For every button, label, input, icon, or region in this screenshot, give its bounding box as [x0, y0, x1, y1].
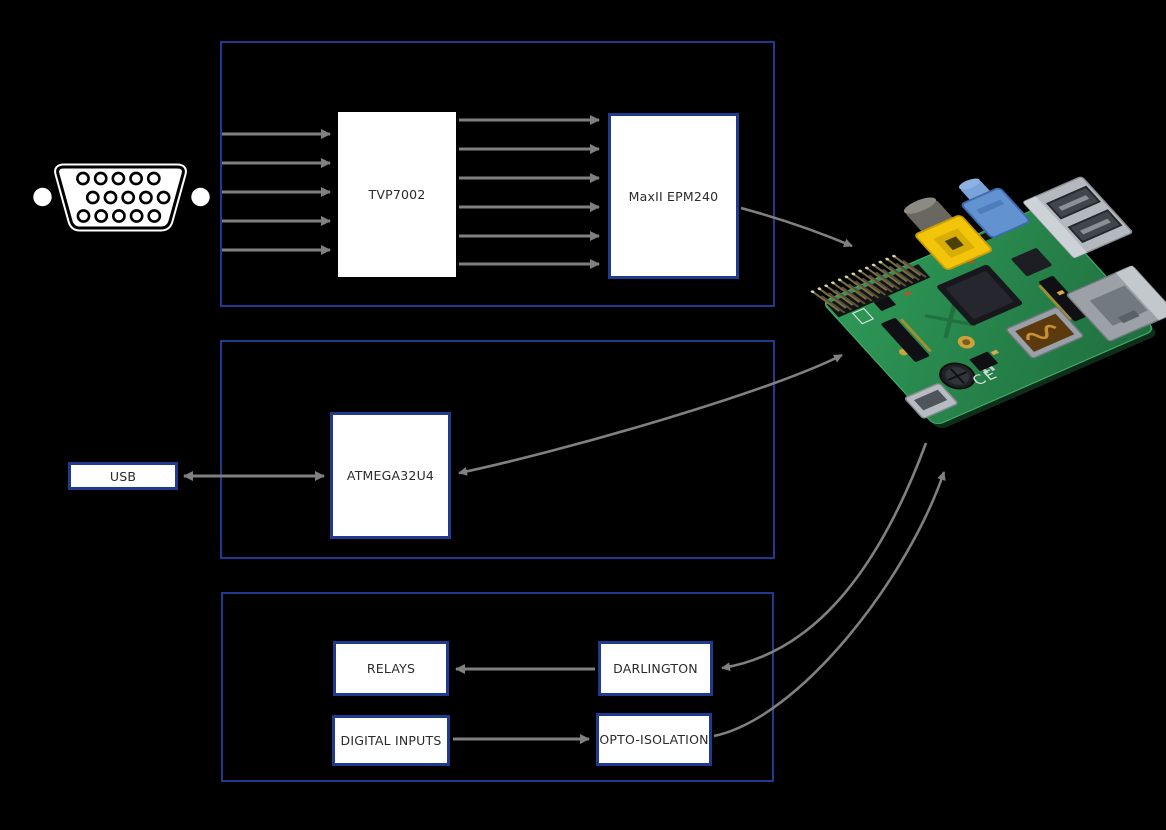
pi-dsi-connector [881, 318, 930, 362]
node-usb-label: USB [109, 468, 137, 484]
pi-usb-ports [1022, 176, 1133, 259]
node-usb: USB [68, 462, 178, 490]
connection-maxii-pi [740, 206, 853, 248]
pi-soc-face [946, 271, 1014, 319]
connection-opto-pi [713, 471, 946, 738]
node-atmega32u4: ATMEGA32U4 [330, 412, 451, 539]
node-maxii-epm240: MaxII EPM240 [608, 113, 739, 279]
pi-gpio-header [810, 254, 931, 318]
vga-pin-holes [76, 171, 171, 223]
node-darlington: DARLINGTON [598, 641, 713, 696]
pi-x-trace [924, 302, 976, 339]
connection-atmega-pi [458, 353, 843, 476]
pi-hdmi-contacts [1026, 324, 1057, 340]
node-digital-inputs: DIGITAL INPUTS [332, 715, 450, 766]
node-opto-isolation: OPTO-ISOLATION [596, 713, 712, 766]
vga-screw-left [33, 187, 52, 207]
pi-ethernet-port [1066, 265, 1166, 342]
node-darlington-label: DARLINGTON [613, 661, 698, 676]
pi-regulator [969, 351, 998, 371]
vga-screw-right [191, 187, 210, 207]
node-relays: RELAYS [333, 641, 449, 696]
node-maxii-epm240-label: MaxII EPM240 [628, 188, 719, 204]
pi-regulator-leg [982, 368, 989, 374]
pi-arrows [458, 206, 946, 738]
pi-regulator-leg2 [989, 366, 996, 371]
connection-pi-darlington [721, 442, 928, 672]
arrows [182, 114, 601, 745]
pi-mount-hole-center [962, 339, 971, 346]
pi-capacitor-vent [947, 368, 968, 384]
pi-dsi-pads [899, 318, 932, 353]
pi-rca-connector [903, 197, 992, 270]
node-tvp7002: TVP7002 [338, 112, 456, 277]
pi-hdmi-inner [1015, 313, 1075, 352]
node-digital-inputs-label: DIGITAL INPUTS [340, 733, 442, 748]
group-video-capture [220, 41, 775, 307]
vga-connector-icon [33, 163, 210, 232]
pi-csi-pads [1038, 284, 1072, 321]
node-opto-isolation-label: OPTO-ISOLATION [599, 732, 709, 747]
node-atmega32u4-label: ATMEGA32U4 [346, 468, 435, 483]
node-tvp7002-label: TVP7002 [368, 187, 426, 202]
pi-silkscreen-icon [851, 307, 875, 325]
pi-micro-usb-slot [913, 389, 948, 411]
pi-lan-chip [1011, 248, 1052, 276]
raspberry-pi-board: CE [810, 176, 1166, 429]
pi-csi-connector [1039, 276, 1089, 322]
pi-regulator-2 [873, 296, 896, 311]
group-io [221, 592, 774, 782]
node-relays-label: RELAYS [366, 661, 416, 676]
pi-audio-jack [958, 178, 1030, 238]
